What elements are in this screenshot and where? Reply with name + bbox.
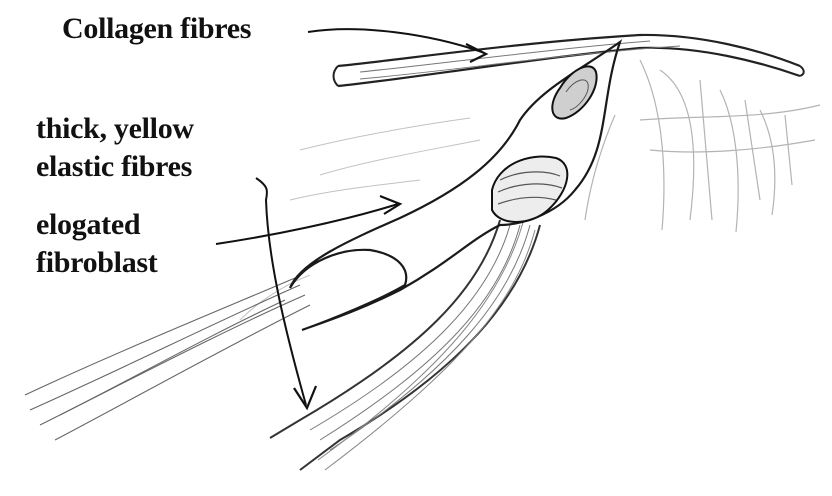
collagen-leader-arrow [308, 29, 486, 62]
background-strokes [240, 118, 480, 320]
label-collagen-fibres: Collagen fibres [62, 12, 251, 46]
elastic-fibre-bundle [270, 215, 540, 470]
lower-left-fibre-bundle [25, 278, 310, 440]
label-fibroblast-line2: fibroblast [36, 246, 157, 280]
label-fibroblast-line1: elogated [36, 208, 140, 242]
label-elastic-fibres-line2: elastic fibres [36, 150, 192, 184]
fibroblast-leader-arrow [216, 196, 400, 244]
label-elastic-fibres-line1: thick, yellow [36, 112, 194, 146]
elastic-fibre-end [492, 157, 567, 222]
background-tissue-sketch [585, 60, 820, 232]
fibroblast-nucleus [552, 66, 596, 118]
elastic-leader-arrow [256, 178, 316, 408]
